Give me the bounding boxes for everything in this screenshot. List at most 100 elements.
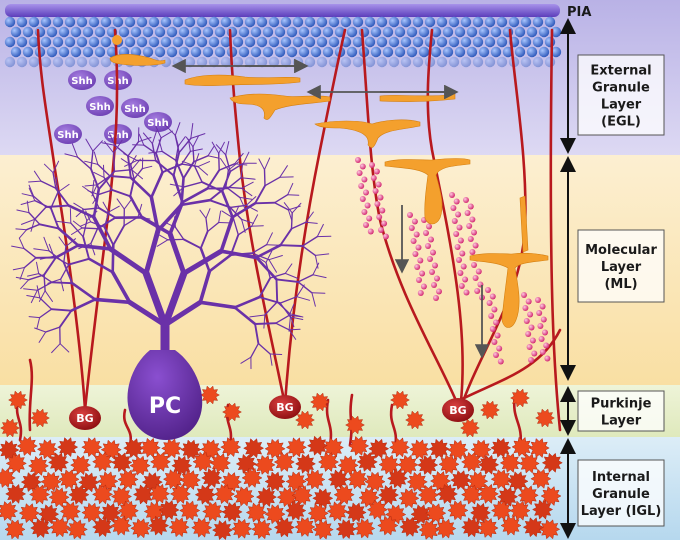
pia-cell — [16, 16, 28, 28]
dendrite-branch — [84, 184, 98, 187]
pia-cell — [94, 46, 106, 58]
parallel-fiber-dot — [523, 318, 530, 324]
dendrite-branch — [251, 252, 270, 261]
dendrite-branch — [23, 288, 38, 291]
pia-cell — [88, 16, 100, 28]
parallel-fiber-dot — [434, 275, 440, 282]
dendrite-branch — [155, 125, 162, 139]
dendrite-branch — [258, 158, 265, 171]
granule-cell — [132, 484, 155, 505]
dendrite-branch — [87, 257, 114, 274]
dendrite-branch — [30, 289, 38, 304]
dendrite-branch — [221, 210, 234, 219]
dendrite-branch — [207, 146, 215, 157]
granule-cell — [438, 454, 460, 475]
dendrite-branch — [234, 153, 244, 165]
granule-cell — [285, 437, 307, 458]
granule-cell — [16, 435, 38, 457]
dendrite-branch — [258, 296, 282, 305]
granule-cell — [326, 501, 348, 522]
layer-label-line: Purkinje — [591, 397, 652, 412]
pia-cell — [280, 16, 292, 28]
dendrite-branch — [138, 137, 152, 143]
dendrite-branch — [140, 215, 172, 236]
parallel-fiber-dot — [361, 209, 368, 215]
pia-cell — [460, 56, 472, 68]
dendrite-branch — [158, 139, 163, 152]
pia-cell — [40, 16, 52, 28]
parallel-fiber-dot — [416, 277, 422, 283]
granule-cell — [522, 517, 544, 538]
parallel-fiber-dot — [528, 324, 535, 331]
dendrite-branch — [266, 244, 281, 246]
parallel-fiber-dot — [462, 276, 469, 283]
granule-cell — [460, 418, 480, 438]
pia-cell — [196, 36, 208, 48]
dendrite-branch — [54, 244, 80, 259]
parallel-fiber-dot — [417, 290, 424, 296]
pia-cell — [142, 46, 154, 58]
parallel-fiber-dot — [540, 316, 547, 323]
dendrite-branch — [164, 124, 176, 136]
pia-cell — [154, 46, 166, 58]
dendrite-branch — [205, 208, 211, 219]
pia-membrane — [5, 4, 560, 17]
dendrite-branch — [264, 157, 271, 171]
dendrite-branch — [249, 314, 266, 318]
migrating-granule-cell — [109, 53, 166, 66]
shh-molecule: Shh — [68, 70, 96, 90]
pia-cell — [532, 56, 544, 68]
dendrite-branch — [76, 243, 113, 251]
dendrite-branch — [199, 230, 209, 250]
pia-cell — [412, 16, 424, 28]
dendrite-branch — [30, 218, 36, 232]
dendrite-branch — [233, 306, 257, 326]
pia-cell — [142, 26, 154, 38]
dendrite-branch — [268, 259, 277, 273]
parallel-fiber-dot — [425, 243, 431, 249]
dendrite-branch — [255, 256, 278, 281]
dendrite-branch — [164, 221, 176, 228]
dendrite-branch — [70, 281, 97, 301]
parallel-fiber-dot — [359, 163, 366, 170]
dendrite-branch — [130, 164, 135, 180]
granule-cell — [469, 502, 492, 523]
pia-cell — [496, 56, 508, 68]
dendrite-branch — [151, 142, 157, 162]
dendrite-branch — [161, 150, 177, 162]
dendrite-branch — [250, 342, 260, 358]
dendrite-branch — [20, 200, 36, 205]
pia-cell — [10, 26, 22, 38]
dendrite-branch — [154, 159, 175, 177]
granule-cell — [346, 469, 368, 490]
parallel-fiber-dot — [451, 218, 458, 224]
glia-fiber — [360, 28, 462, 412]
dendrite-branch — [108, 205, 120, 213]
dendrite-branch — [111, 189, 132, 198]
granule-cell — [490, 500, 513, 521]
dendrite-branch — [36, 261, 40, 275]
granule-cell — [169, 483, 191, 505]
pia-cell — [406, 26, 418, 38]
dendrite-branch — [199, 246, 211, 273]
shh-label: Shh — [71, 76, 92, 87]
dendrite-branch — [86, 210, 98, 221]
pia-cell — [28, 36, 40, 48]
pia-cell — [520, 56, 532, 68]
granule-cell — [130, 518, 152, 539]
pia-cell — [340, 56, 352, 68]
dendrite-branch — [60, 278, 64, 292]
dendrite-branch — [287, 194, 300, 196]
pia-cell — [388, 56, 400, 68]
granule-cell — [18, 503, 40, 524]
dendrite-branch — [92, 194, 99, 204]
granule-cell — [510, 388, 530, 408]
dendrite-branch — [183, 181, 203, 188]
dendrite-branch — [127, 155, 132, 179]
pia-cell — [88, 56, 100, 68]
granule-cell — [306, 435, 329, 456]
parallel-fiber-dot — [429, 269, 435, 275]
pia-cell — [550, 26, 562, 38]
pia-cell — [4, 16, 16, 28]
